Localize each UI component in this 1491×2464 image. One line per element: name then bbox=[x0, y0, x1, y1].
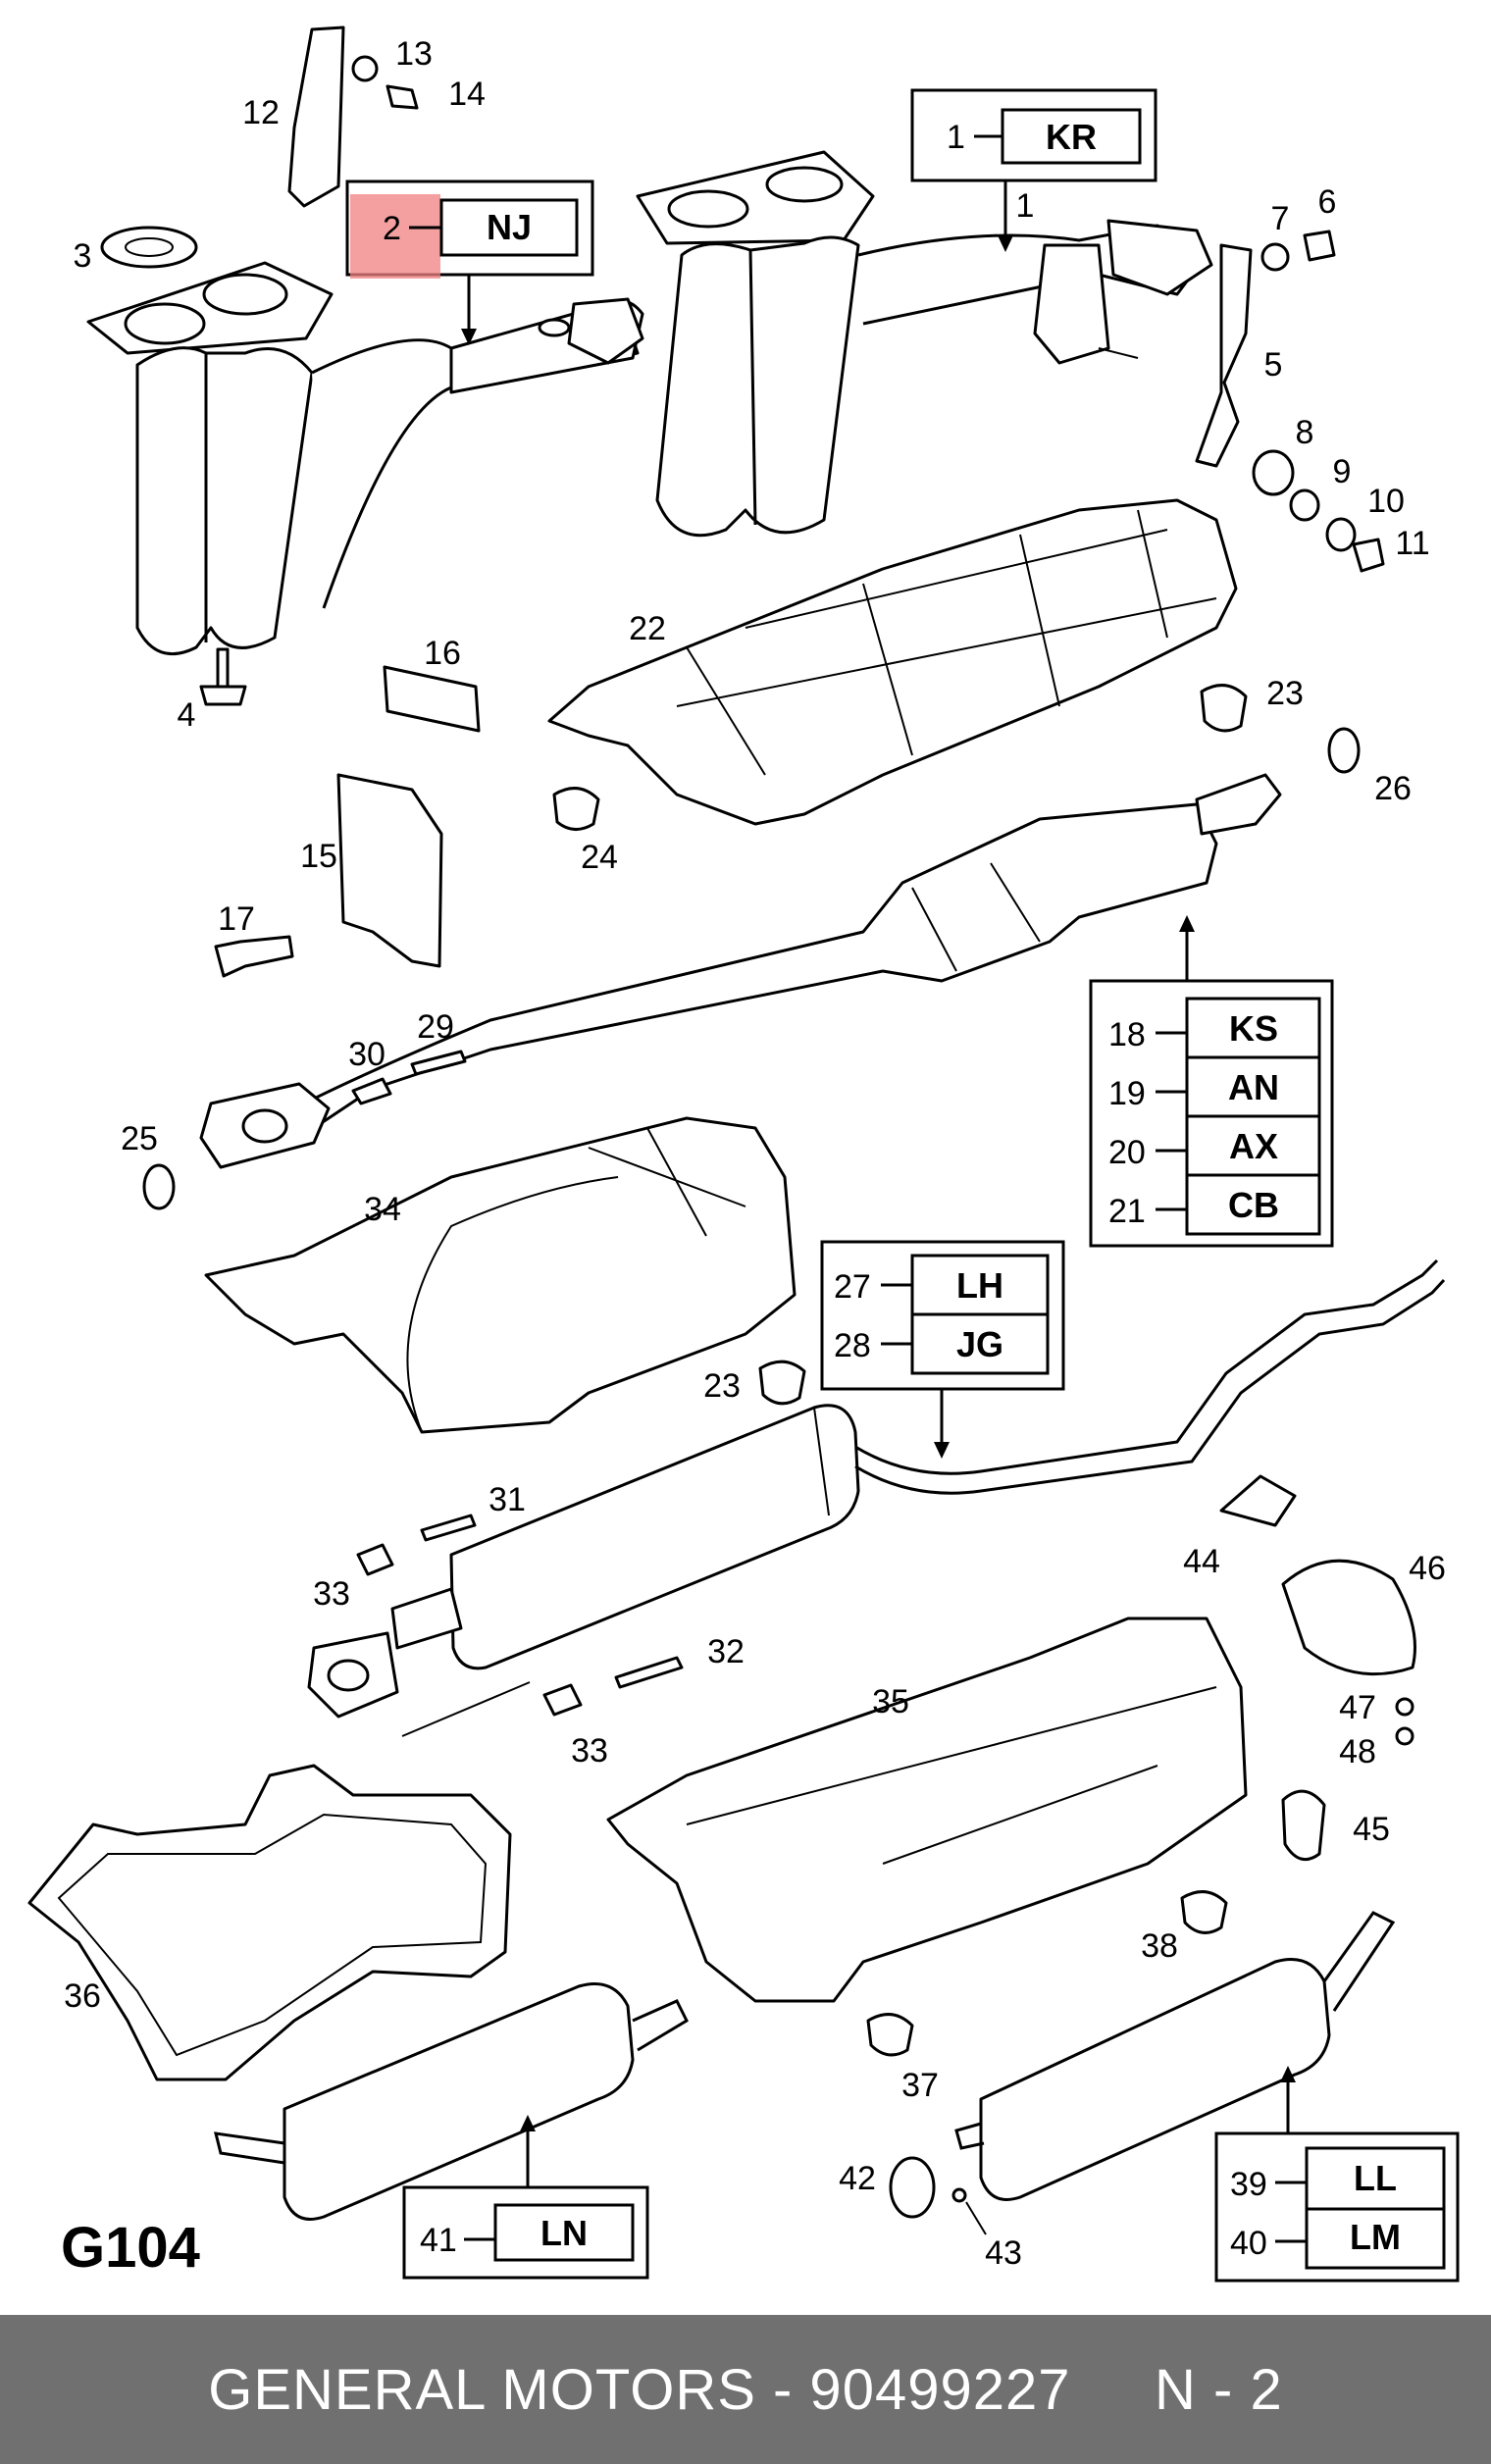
part-number-39: 39 bbox=[1230, 2166, 1267, 2203]
exhaust-parts-diagram: 1 KR 2 NJ 18 19 20 21 KS AN AX CB 2 bbox=[27, 26, 1460, 2283]
highlight-part-2 bbox=[350, 194, 440, 279]
bracket-5 bbox=[1195, 243, 1253, 468]
callout-5: 5 bbox=[1264, 346, 1283, 384]
callout-42: 42 bbox=[839, 2160, 876, 2197]
code-nj: NJ bbox=[487, 207, 532, 247]
catalytic-converter bbox=[199, 773, 1282, 1169]
rear-silencer-right bbox=[979, 1958, 1331, 2201]
part-number-27: 27 bbox=[834, 1268, 871, 1306]
part-number-40: 40 bbox=[1230, 2225, 1267, 2262]
callout-7: 7 bbox=[1271, 200, 1290, 237]
code-ll: LL bbox=[1354, 2158, 1397, 2198]
rear-silencer-ln bbox=[283, 1982, 635, 2221]
footer-text: GENERAL MOTORS - 90499227 N - 2 bbox=[208, 2357, 1283, 2422]
callout-35: 35 bbox=[872, 1683, 909, 1720]
code-box-mid-pipe: 27 28 LH JG bbox=[820, 1240, 1065, 1391]
heat-shield-22 bbox=[547, 498, 1238, 826]
callout-8: 8 bbox=[1296, 414, 1314, 451]
plate-16 bbox=[383, 665, 481, 733]
callout-10: 10 bbox=[1367, 483, 1405, 520]
callout-23: 23 bbox=[1266, 675, 1304, 712]
part-number-2: 2 bbox=[383, 210, 401, 247]
code-box-catalyst: 18 19 20 21 KS AN AX CB bbox=[1089, 979, 1334, 1248]
callout-47: 47 bbox=[1339, 1689, 1376, 1726]
bracket-12 bbox=[287, 26, 345, 208]
callout-33: 33 bbox=[313, 1575, 350, 1613]
leader-arrows bbox=[461, 181, 1296, 2235]
callout-29: 29 bbox=[417, 1008, 454, 1046]
callout-34: 34 bbox=[364, 1191, 401, 1228]
code-jg: JG bbox=[956, 1324, 1003, 1364]
code-an: AN bbox=[1228, 1067, 1279, 1107]
code-ln: LN bbox=[540, 2213, 588, 2253]
callout-44: 44 bbox=[1183, 1543, 1220, 1580]
callout-32: 32 bbox=[707, 1633, 745, 1670]
code-box-ln: 41 LN bbox=[402, 2185, 649, 2280]
callout-1: 1 bbox=[1016, 187, 1035, 225]
exhaust-manifold-left bbox=[86, 261, 644, 656]
callout-12: 12 bbox=[242, 94, 280, 131]
heat-shield-35 bbox=[606, 1617, 1248, 2003]
heat-shield-34 bbox=[204, 1116, 797, 1434]
code-cb: CB bbox=[1228, 1185, 1279, 1225]
footer-bar: GENERAL MOTORS - 90499227 N - 2 bbox=[0, 2315, 1491, 2464]
bolt-17 bbox=[214, 935, 294, 978]
callout-15: 15 bbox=[300, 838, 337, 875]
callout-36: 36 bbox=[64, 1977, 101, 2015]
callout-48: 48 bbox=[1339, 1733, 1376, 1771]
part-number-18: 18 bbox=[1108, 1016, 1146, 1053]
code-box-nj: 2 NJ bbox=[345, 180, 594, 279]
gasket-3 bbox=[100, 226, 198, 269]
callout-45: 45 bbox=[1353, 1811, 1390, 1848]
callout-17: 17 bbox=[218, 900, 255, 938]
exhaust-manifold-right bbox=[636, 150, 1213, 538]
callout-24: 24 bbox=[581, 839, 618, 876]
code-ks: KS bbox=[1229, 1008, 1278, 1049]
callout-13: 13 bbox=[395, 35, 433, 73]
code-lm: LM bbox=[1350, 2217, 1401, 2257]
code-box-rear: 39 40 LL LM bbox=[1214, 2131, 1460, 2283]
callout-46: 46 bbox=[1409, 1550, 1446, 1587]
callout-22: 22 bbox=[629, 610, 666, 647]
part-number-1: 1 bbox=[947, 119, 965, 156]
callout-38: 38 bbox=[1141, 1927, 1178, 1965]
callout-14: 14 bbox=[448, 76, 486, 113]
callout-33b: 33 bbox=[571, 1732, 608, 1770]
part-number-19: 19 bbox=[1108, 1075, 1146, 1112]
callout-16: 16 bbox=[424, 635, 461, 672]
part-number-21: 21 bbox=[1108, 1193, 1146, 1230]
callout-26: 26 bbox=[1374, 770, 1412, 807]
callout-37: 37 bbox=[901, 2067, 939, 2104]
callout-4: 4 bbox=[178, 696, 196, 734]
callout-25: 25 bbox=[121, 1120, 158, 1157]
plate-15 bbox=[336, 773, 443, 968]
callout-30: 30 bbox=[348, 1036, 386, 1073]
callout-23b: 23 bbox=[703, 1367, 741, 1405]
part-number-41: 41 bbox=[420, 2222, 457, 2259]
callout-9: 9 bbox=[1333, 453, 1352, 490]
figure-label: G104 bbox=[61, 2216, 200, 2280]
callout-3: 3 bbox=[74, 237, 92, 275]
heat-shield-36 bbox=[27, 1764, 512, 2081]
code-lh: LH bbox=[956, 1265, 1003, 1306]
part-number-20: 20 bbox=[1108, 1134, 1146, 1171]
center-silencer bbox=[307, 1258, 1446, 1737]
part-callouts: 1 2 3 4 5 6 7 8 9 10 11 12 13 14 15 16 1… bbox=[64, 35, 1446, 2272]
callout-43: 43 bbox=[985, 2234, 1022, 2272]
part-number-28: 28 bbox=[834, 1327, 871, 1364]
callout-6: 6 bbox=[1318, 183, 1337, 221]
code-box-kr: 1 KR bbox=[910, 88, 1157, 182]
code-ax: AX bbox=[1229, 1126, 1278, 1166]
callout-11: 11 bbox=[1395, 525, 1429, 562]
code-kr: KR bbox=[1046, 117, 1097, 157]
callout-31: 31 bbox=[488, 1481, 526, 1518]
